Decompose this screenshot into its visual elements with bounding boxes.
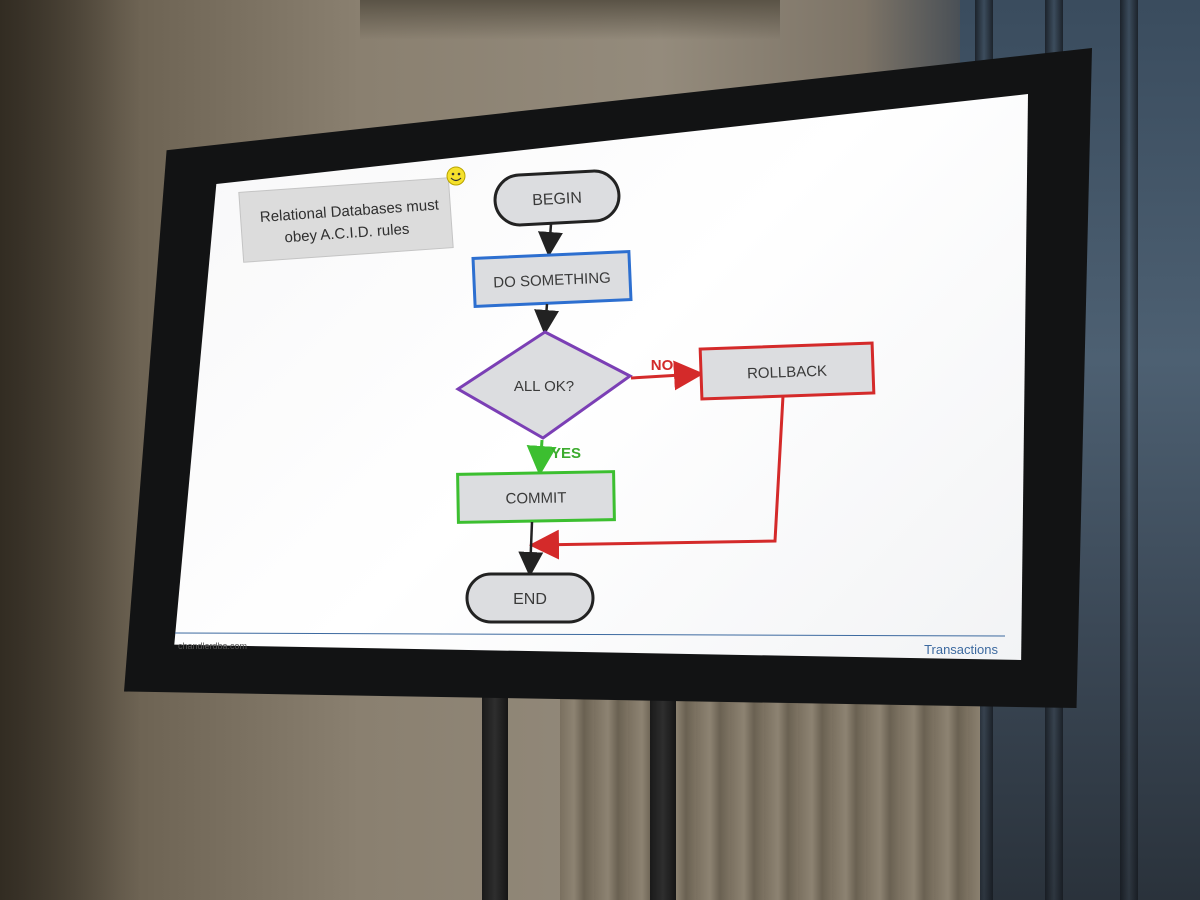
curtain-fold xyxy=(1120,0,1138,900)
decision-label: ALL OK? xyxy=(514,378,574,395)
ceiling-edge xyxy=(360,0,780,40)
begin-label: BEGIN xyxy=(532,190,583,210)
yes-arrow xyxy=(526,439,557,476)
monitor-stand-leg xyxy=(650,690,676,900)
no-label: NO xyxy=(651,357,674,374)
begin-terminal: BEGIN xyxy=(493,169,621,227)
acid-note-box xyxy=(238,177,454,263)
footer-title: Transactions xyxy=(924,642,998,657)
smiley-icon xyxy=(446,166,466,186)
wall-shadow xyxy=(0,0,140,900)
acid-note: Relational Databases must obey A.C.I.D. … xyxy=(238,177,454,263)
commit-label: COMMIT xyxy=(505,489,566,507)
connector-arrow xyxy=(537,223,563,257)
rollback-label: ROLLBACK xyxy=(747,363,828,383)
footer-divider xyxy=(174,632,1006,637)
end-label: END xyxy=(513,591,547,608)
yes-label: YES xyxy=(551,445,581,462)
connector-arrow xyxy=(518,521,544,577)
do-something-label: DO SOMETHING xyxy=(493,269,611,291)
rollback-return-arrow xyxy=(529,395,785,560)
rollback-process: ROLLBACK xyxy=(698,341,876,401)
all-ok-decision: ALL OK? xyxy=(455,330,633,440)
commit-process: COMMIT xyxy=(456,470,616,524)
footer-website: chandlerdba.com xyxy=(178,641,247,651)
monitor-stand-leg xyxy=(482,690,508,900)
no-arrow xyxy=(630,360,704,391)
lower-curtain xyxy=(560,690,980,900)
connector-arrow xyxy=(534,303,559,335)
end-terminal: END xyxy=(465,572,595,624)
do-something-process: DO SOMETHING xyxy=(471,250,633,308)
